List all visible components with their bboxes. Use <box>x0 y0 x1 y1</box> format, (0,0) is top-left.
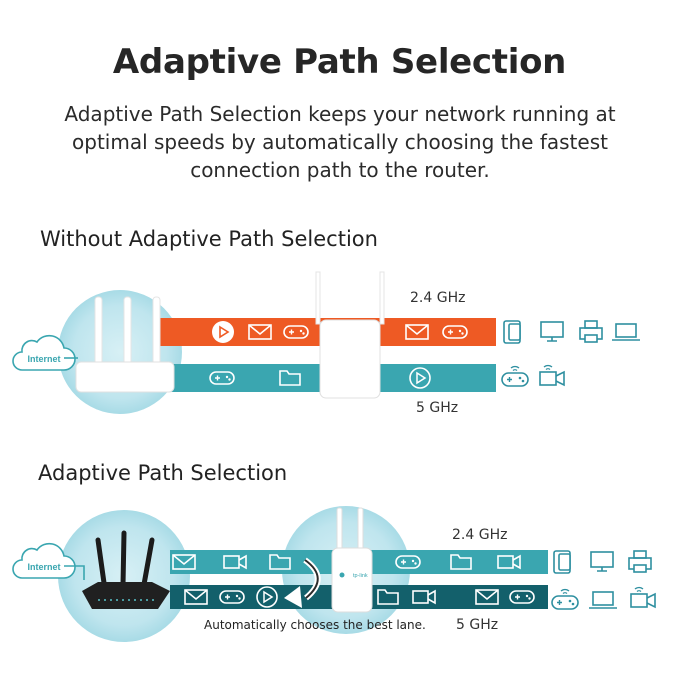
phone-tablet-icon <box>553 550 571 574</box>
lane-switch-arrow-outline <box>304 559 319 599</box>
cloud-label: Internet <box>27 354 60 364</box>
lane-switch-arrowhead <box>284 586 302 608</box>
cloud-label: Internet <box>27 562 60 572</box>
adaptive-caption: Automatically chooses the best lane. <box>204 618 426 632</box>
range-extender-icon <box>315 271 385 399</box>
cloud-link-line <box>64 565 85 580</box>
monitor-icon <box>540 321 564 342</box>
router-icon <box>75 296 175 393</box>
extender-logo: tp-link <box>353 573 368 579</box>
wireless-camera-icon <box>630 586 656 608</box>
wireless-gamepad-icon <box>501 365 529 387</box>
router-coverage-halo <box>58 290 182 414</box>
phone-tablet-icon <box>503 320 521 344</box>
page-title: Adaptive Path Selection <box>112 42 567 82</box>
band-label-24ghz: 2.4 GHz <box>452 527 508 543</box>
band-label-24ghz: 2.4 GHz <box>410 290 466 306</box>
wireless-gamepad-icon <box>551 588 579 610</box>
router-icon <box>82 530 170 609</box>
adaptive-section-heading: Adaptive Path Selection <box>38 461 288 485</box>
laptop-icon <box>588 591 618 609</box>
printer-icon <box>628 550 652 573</box>
without-section-heading: Without Adaptive Path Selection <box>40 227 378 251</box>
band-label-5ghz: 5 GHz <box>456 617 499 633</box>
video-traffic-icon <box>211 320 235 344</box>
printer-icon <box>579 320 603 343</box>
band-label-5ghz: 5 GHz <box>416 400 459 416</box>
wireless-camera-icon <box>539 364 565 386</box>
subtitle-line-2: optimal speeds by automatically choosing… <box>72 130 608 154</box>
subtitle-line-1: Adaptive Path Selection keeps your netwo… <box>64 102 616 126</box>
monitor-icon <box>590 551 614 572</box>
subtitle-line-3: connection path to the router. <box>190 158 490 182</box>
laptop-icon <box>611 323 641 341</box>
page-subtitle: Adaptive Path Selection keeps your netwo… <box>40 100 640 184</box>
range-extender-icon: tp-link <box>331 507 373 613</box>
